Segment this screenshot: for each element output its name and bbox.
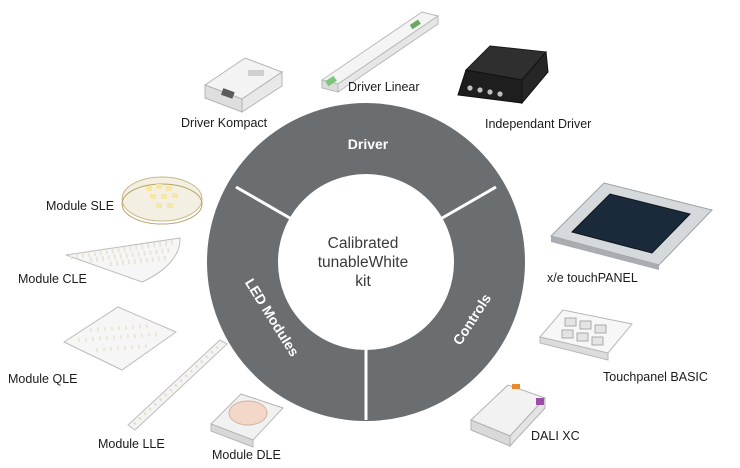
segment-divider-top-left — [235, 185, 296, 223]
center-title: Calibrated tunableWhite kit — [290, 234, 436, 291]
label-module-sle: Module SLE — [46, 199, 115, 213]
label-driver-linear: Driver Linear — [348, 80, 420, 94]
module-sle-image — [121, 176, 203, 225]
segment-divider-top-right — [436, 185, 497, 223]
label-driver-kompact: Driver Kompact — [181, 116, 268, 130]
driver-linear-image — [320, 11, 440, 93]
center-title-line-1: Calibrated — [327, 235, 399, 252]
label-independant-driver: Independant Driver — [485, 117, 592, 131]
center-title-line-2: tunableWhite — [317, 254, 409, 271]
label-xe-touchpanel: x/e touchPANEL — [547, 271, 638, 285]
module-qle-image — [62, 306, 178, 371]
label-module-cle: Module CLE — [18, 272, 87, 286]
module-cle-image — [65, 237, 181, 283]
module-lle-image — [127, 339, 228, 431]
dali-xc-image — [470, 384, 546, 448]
label-module-lle: Module LLE — [98, 437, 165, 451]
label-module-qle: Module QLE — [8, 372, 78, 386]
label-touchpanel-basic: Touchpanel BASIC — [603, 370, 708, 384]
xe-touchpanel-image — [550, 182, 713, 270]
module-dle-image — [210, 393, 284, 448]
touchpanel-basic-image — [539, 309, 633, 361]
label-module-dle: Module DLE — [212, 448, 281, 462]
driver-kompact-image — [203, 57, 284, 113]
independant-driver-image — [457, 45, 549, 105]
segment-label-driver: Driver — [348, 136, 389, 152]
label-dali-xc: DALI XC — [531, 429, 580, 443]
center-title-line-3: kit — [355, 273, 371, 290]
